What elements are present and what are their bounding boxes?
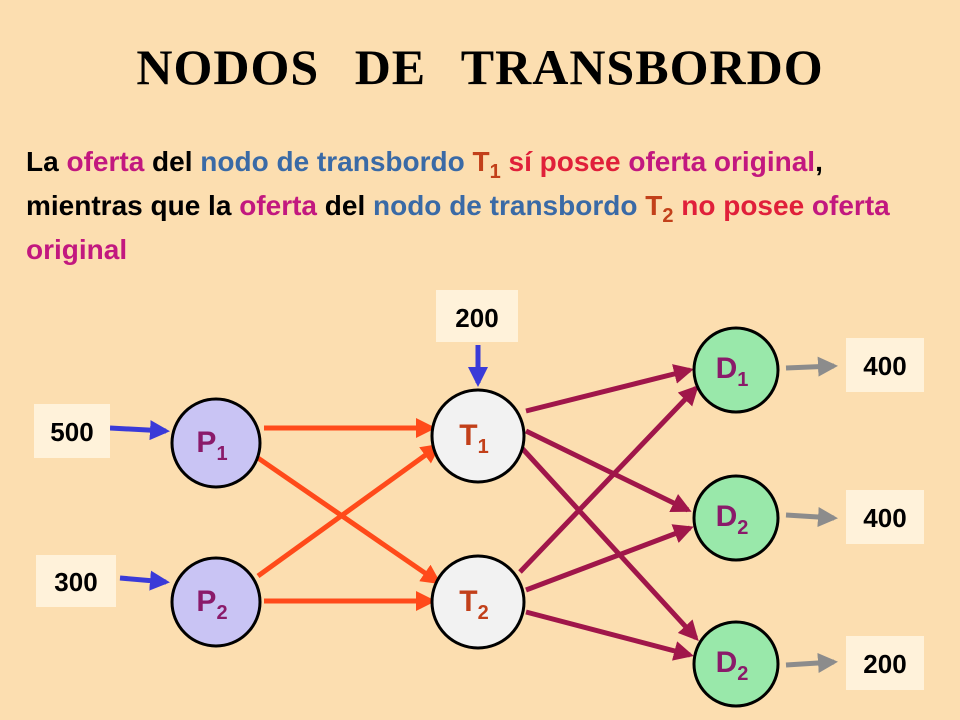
supply-arrow-p2 — [119, 570, 170, 591]
desc-part: T1 — [472, 146, 501, 183]
svg-text:500: 500 — [50, 417, 93, 447]
qty-p2-supply: 300 — [36, 555, 116, 607]
description-text: La oferta del nodo de transbordo T1 sí p… — [26, 140, 946, 272]
qty-d1-demand: 400 — [846, 338, 924, 392]
desc-part: nodo de transbordo — [200, 146, 473, 177]
arc-p2-t1 — [256, 443, 442, 579]
desc-part: , mientras que la — [26, 146, 823, 221]
desc-part: oferta original — [628, 146, 816, 177]
svg-text:D2: D2 — [716, 646, 749, 685]
arc-t2-d2a — [525, 524, 694, 593]
desc-part: del — [144, 146, 201, 177]
arc-t1-d2b — [518, 444, 699, 641]
node-d2b: D2 — [692, 620, 780, 708]
supply-arrow-p1 — [109, 420, 170, 441]
desc-part: T2 — [645, 190, 674, 227]
svg-text:T2: T2 — [459, 585, 488, 624]
desc-part: no posee — [673, 190, 812, 221]
demand-arrow-d2a — [785, 507, 838, 527]
svg-text:200: 200 — [455, 303, 498, 333]
svg-text:D1: D1 — [716, 352, 749, 391]
node-t1: T1 — [430, 388, 526, 484]
qty-p1-supply: 500 — [34, 404, 110, 458]
qty-d2b-demand: 200 — [846, 636, 924, 690]
desc-part: sí posee — [500, 146, 629, 177]
page-title: NODOS DE TRANSBORDO — [136, 39, 824, 95]
arc-t2-d2b — [525, 609, 694, 661]
desc-part: La — [26, 146, 67, 177]
node-d1: D1 — [692, 326, 780, 414]
svg-text:400: 400 — [863, 503, 906, 533]
node-d2a: D2 — [692, 474, 780, 562]
svg-text:D2: D2 — [716, 500, 749, 539]
svg-text:400: 400 — [863, 351, 906, 381]
svg-text:T1: T1 — [459, 419, 488, 458]
desc-part: oferta — [66, 146, 145, 177]
svg-text:300: 300 — [54, 567, 97, 597]
desc-part: oferta — [239, 190, 317, 221]
node-p1: P1 — [170, 397, 262, 489]
desc-part: oferta original — [26, 190, 890, 265]
desc-part: nodo de transbordo — [373, 190, 646, 221]
qty-d2a-demand: 400 — [846, 490, 924, 544]
arc-t1-d2a — [524, 428, 692, 513]
svg-text:200: 200 — [863, 649, 906, 679]
arc-t1-d1 — [525, 364, 694, 414]
demand-arrow-d1 — [785, 356, 838, 377]
qty-t1-supply: 200 — [436, 290, 518, 342]
arc-t2-d1 — [518, 385, 699, 574]
desc-part: del — [316, 190, 373, 221]
svg-text:P2: P2 — [196, 585, 227, 624]
arc-p1-t2 — [256, 455, 442, 585]
svg-text:P1: P1 — [196, 426, 227, 465]
node-p2: P2 — [170, 556, 262, 648]
node-t2: T2 — [430, 554, 526, 650]
demand-arrow-d2b — [785, 653, 838, 673]
